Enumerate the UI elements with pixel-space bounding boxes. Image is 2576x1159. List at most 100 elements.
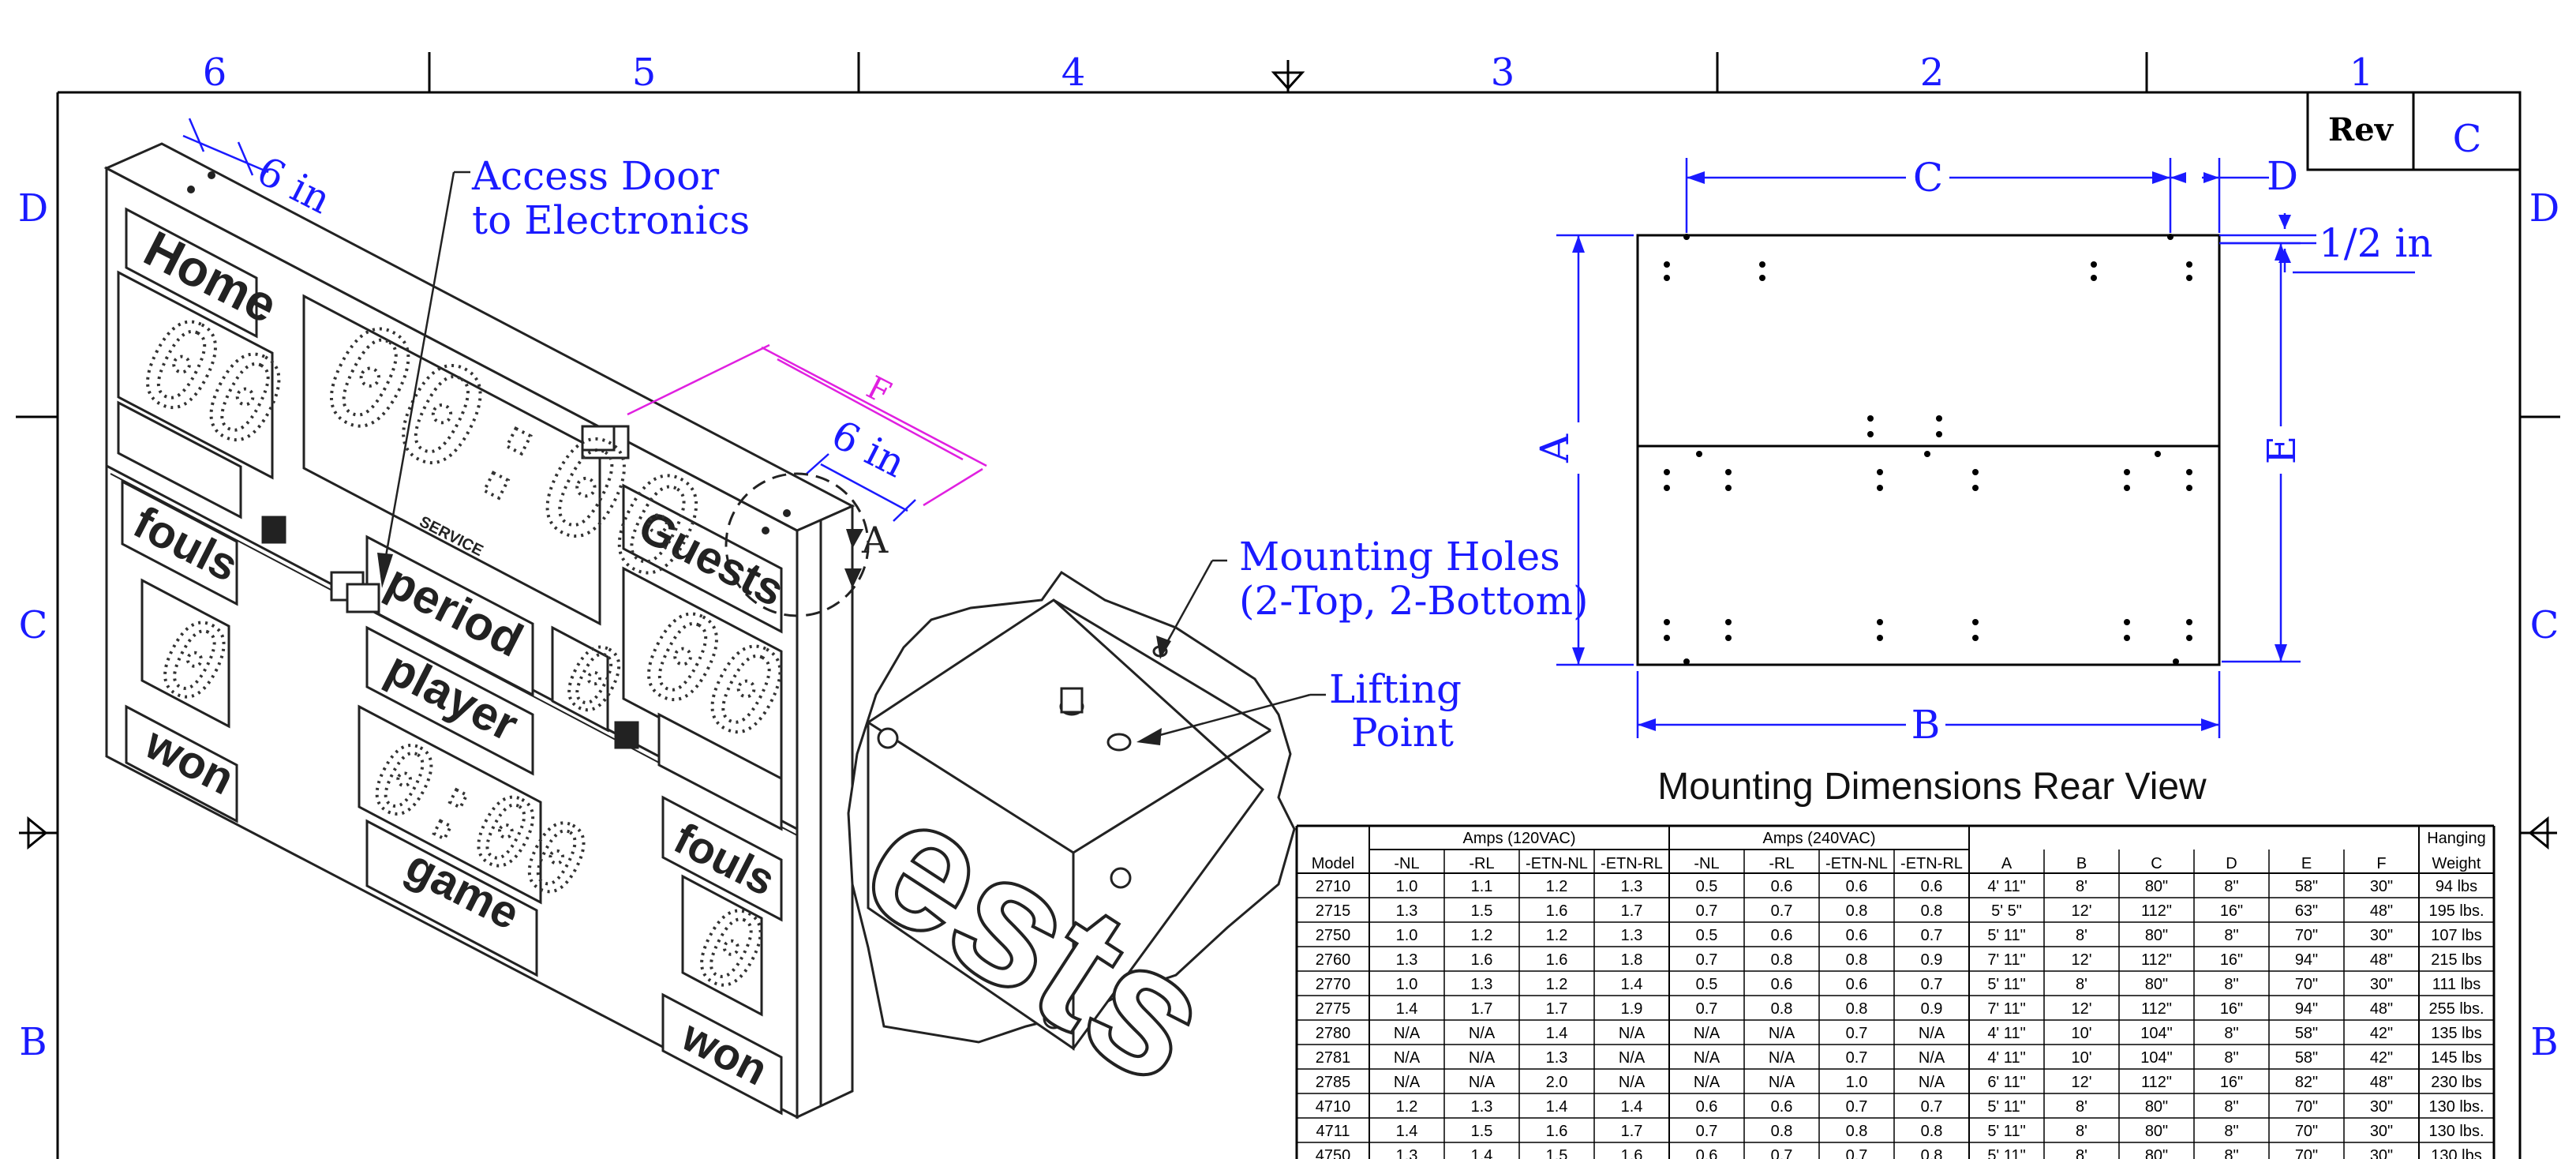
table-cell: 1.5 bbox=[1546, 1147, 1568, 1159]
table-cell: N/A bbox=[1469, 1049, 1496, 1067]
table-cell: 8' bbox=[2076, 976, 2087, 993]
table-cell: 0.8 bbox=[1846, 1000, 1868, 1018]
center-mark-right bbox=[2520, 816, 2557, 850]
table-cell: 8' bbox=[2076, 1147, 2087, 1159]
zone-col-1: 1 bbox=[2349, 51, 2374, 95]
table-cell: 4' 11" bbox=[1987, 878, 2025, 895]
table-cell: 1.2 bbox=[1471, 927, 1493, 944]
table-column-header: -NL bbox=[1394, 855, 1419, 872]
table-cell: 1.2 bbox=[1546, 878, 1568, 895]
detail-a-view bbox=[847, 570, 1296, 1051]
table-cell: 16" bbox=[2220, 1000, 2243, 1018]
dim-d-label: D bbox=[2267, 153, 2298, 199]
rear-view-panel bbox=[1636, 234, 2221, 666]
dim-f-label: F bbox=[860, 369, 897, 412]
table-cell: 70" bbox=[2295, 927, 2318, 944]
table-cell: 104" bbox=[2140, 1049, 2172, 1067]
table-cell: 80" bbox=[2145, 1123, 2168, 1140]
spec-table: Amps (120VAC)Amps (240VAC)HangingModel-N… bbox=[1295, 824, 2496, 1159]
table-cell: 8' bbox=[2076, 1098, 2087, 1116]
zone-row-b-right: B bbox=[2530, 1020, 2558, 1064]
revision-value: C bbox=[2453, 117, 2482, 161]
table-column-header: B bbox=[2076, 855, 2087, 872]
table-cell: 8' bbox=[2076, 878, 2087, 895]
revision-label: Rev bbox=[2328, 111, 2394, 148]
table-cell: N/A bbox=[1394, 1074, 1421, 1091]
table-cell: 230 lbs bbox=[2431, 1074, 2482, 1091]
table-cell: 70" bbox=[2295, 1098, 2318, 1116]
table-cell: 145 lbs bbox=[2431, 1049, 2482, 1067]
zone-col-6: 6 bbox=[203, 51, 227, 95]
table-cell: 58" bbox=[2295, 878, 2318, 895]
table-cell: 1.6 bbox=[1621, 1147, 1643, 1159]
table-cell: 1.4 bbox=[1621, 976, 1643, 993]
table-cell: 104" bbox=[2140, 1025, 2172, 1042]
table-cell: 112" bbox=[2141, 951, 2172, 969]
table-cell: 12' bbox=[2071, 951, 2091, 969]
lifting-point-leader bbox=[1148, 693, 1326, 740]
table-cell: N/A bbox=[1469, 1025, 1496, 1042]
table-cell: 30" bbox=[2370, 878, 2393, 895]
zone-row-c-left: C bbox=[19, 603, 48, 647]
table-cell: N/A bbox=[1694, 1025, 1720, 1042]
table-cell: 30" bbox=[2370, 1098, 2393, 1116]
table-cell: 130 lbs. bbox=[2428, 1098, 2484, 1116]
detail-a-arrow bbox=[846, 529, 863, 549]
table-cell: 48" bbox=[2370, 1074, 2393, 1091]
table-cell: 1.4 bbox=[1546, 1025, 1568, 1042]
table-cell: 1.3 bbox=[1471, 976, 1493, 993]
table-cell: 16" bbox=[2220, 902, 2243, 920]
table-group-header: Hanging bbox=[2427, 830, 2486, 847]
table-cell: 80" bbox=[2145, 1147, 2168, 1159]
table-cell: 8' bbox=[2076, 927, 2087, 944]
table-cell: 0.5 bbox=[1696, 927, 1718, 944]
table-cell: 12' bbox=[2071, 902, 2091, 920]
table-cell: 0.7 bbox=[1921, 1098, 1943, 1116]
table-cell: 0.7 bbox=[1771, 902, 1793, 920]
scoreboard-isometric bbox=[103, 142, 856, 1120]
table-cell: 112" bbox=[2141, 1074, 2172, 1091]
table-cell: 0.7 bbox=[1921, 927, 1943, 944]
table-column-header: Model bbox=[1312, 855, 1354, 872]
table-column-header: E bbox=[2301, 855, 2312, 872]
table-cell: 1.8 bbox=[1621, 951, 1643, 969]
table-column-header: A bbox=[2001, 855, 2012, 872]
table-cell: 1.4 bbox=[1396, 1123, 1418, 1140]
table-cell: 1.0 bbox=[1396, 927, 1418, 944]
revision-block: Rev C bbox=[2306, 91, 2522, 171]
table-cell: 30" bbox=[2370, 1123, 2393, 1140]
table-cell: N/A bbox=[1694, 1074, 1720, 1091]
table-cell: 94 lbs bbox=[2436, 878, 2477, 895]
table-cell: 107 lbs bbox=[2431, 927, 2482, 944]
table-cell: 8" bbox=[2224, 1147, 2238, 1159]
table-cell: 0.8 bbox=[1846, 1123, 1868, 1140]
table-cell: 10' bbox=[2071, 1049, 2091, 1067]
table-cell: 80" bbox=[2145, 927, 2168, 944]
table-cell: 48" bbox=[2370, 902, 2393, 920]
table-cell: 1.6 bbox=[1546, 951, 1568, 969]
table-cell: 82" bbox=[2295, 1074, 2318, 1091]
table-cell: 1.7 bbox=[1471, 1000, 1493, 1018]
rear-view-dimensions bbox=[1556, 158, 2415, 738]
table-cell: 63" bbox=[2295, 902, 2318, 920]
table-cell: N/A bbox=[1769, 1025, 1795, 1042]
table-cell: 1.3 bbox=[1396, 951, 1418, 969]
dim-c-label: C bbox=[1913, 155, 1943, 201]
table-cell: 0.7 bbox=[1846, 1049, 1868, 1067]
zone-col-3: 3 bbox=[1491, 51, 1515, 95]
table-cell: 7' 11" bbox=[1987, 1000, 2025, 1018]
table-cell: 4' 11" bbox=[1987, 1025, 2025, 1042]
access-door-line2: to Electronics bbox=[472, 197, 750, 243]
center-mark-top bbox=[1271, 60, 1305, 92]
table-cell: 135 lbs bbox=[2431, 1025, 2482, 1042]
dim-b-label: B bbox=[1911, 702, 1941, 748]
zone-col-4: 4 bbox=[1061, 51, 1086, 95]
table-group-header: Amps (120VAC) bbox=[1462, 830, 1575, 847]
rear-view-holes bbox=[1664, 234, 2192, 665]
table-cell: 4710 bbox=[1316, 1098, 1351, 1116]
table-column-header: -ETN-RL bbox=[1900, 855, 1963, 872]
dim-half-in-label: 1/2 in bbox=[2319, 220, 2433, 266]
table-cell: 2780 bbox=[1316, 1025, 1351, 1042]
table-cell: 215 lbs bbox=[2431, 951, 2482, 969]
